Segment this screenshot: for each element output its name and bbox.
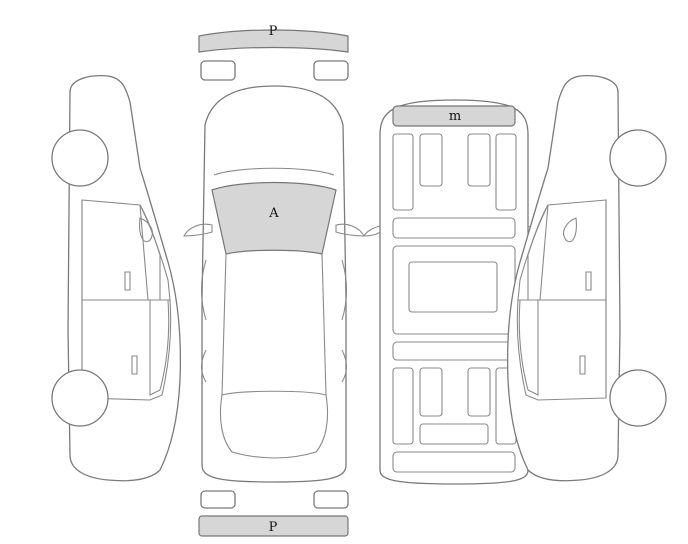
top-left-door-edge (200, 259, 207, 321)
rear-seat-back[interactable] (392, 341, 516, 361)
front-left-door-panel[interactable] (392, 133, 414, 211)
roof[interactable] (221, 253, 327, 396)
rear-right-seat[interactable] (467, 367, 491, 417)
left-rear-window (149, 299, 170, 396)
rear-center-seat[interactable] (419, 423, 489, 445)
top-left-mirror[interactable] (183, 223, 213, 237)
interior-left-mirror (363, 225, 381, 237)
right-body-outline[interactable] (506, 74, 621, 482)
right-front-wheel[interactable] (609, 129, 667, 187)
right-rear-window (518, 299, 539, 396)
left-rear-door[interactable] (81, 299, 172, 401)
rear-left-door-panel[interactable] (392, 367, 414, 445)
top-right-door-edge (341, 259, 348, 321)
center-console[interactable] (408, 261, 498, 313)
right-front-window (527, 204, 549, 301)
left-rear-wheel[interactable] (51, 369, 109, 427)
rear-left-seat[interactable] (419, 367, 443, 417)
left-side-view (51, 74, 182, 482)
top-body-outline[interactable] (201, 85, 347, 483)
dashboard[interactable] (392, 217, 516, 239)
left-front-wheel[interactable] (51, 129, 109, 187)
right-rear-handle[interactable] (579, 355, 586, 375)
top-view-car: A (183, 85, 365, 483)
left-rear-handle[interactable] (131, 355, 138, 375)
right-side-view (506, 74, 667, 482)
front-right-door-panel[interactable] (495, 133, 517, 211)
rear-right-taillight[interactable] (313, 490, 349, 509)
right-rear-door[interactable] (516, 299, 607, 401)
trunk-floor[interactable] (392, 451, 516, 473)
front-right-headlight[interactable] (313, 60, 349, 81)
right-front-handle[interactable] (585, 271, 592, 291)
rear-bumper[interactable] (198, 515, 349, 537)
rear-bumper-label: P (269, 520, 278, 535)
front-left-headlight[interactable] (200, 60, 236, 81)
front-bumper-label: P (269, 24, 278, 39)
left-front-window (139, 204, 161, 301)
interior-view: m (363, 99, 545, 485)
right-rear-wheel[interactable] (609, 369, 667, 427)
front-bumper-group: P (198, 24, 349, 81)
windshield-label: A (268, 206, 279, 221)
rear-bumper-group: P (198, 490, 349, 537)
front-left-seat[interactable] (419, 133, 443, 187)
top-right-rear-edge (341, 349, 348, 383)
rear-left-taillight[interactable] (200, 490, 236, 509)
front-right-seat[interactable] (467, 133, 491, 187)
rear-window[interactable] (219, 394, 329, 459)
right-mirror[interactable] (563, 217, 577, 243)
left-mirror[interactable] (139, 217, 153, 243)
interior-roof-front[interactable] (392, 105, 516, 127)
hood-line (213, 167, 335, 176)
left-front-handle[interactable] (124, 271, 131, 291)
interior-roof-label: m (449, 109, 461, 124)
top-left-rear-edge (200, 349, 207, 383)
windshield[interactable] (211, 181, 337, 255)
front-bumper[interactable] (198, 29, 349, 53)
